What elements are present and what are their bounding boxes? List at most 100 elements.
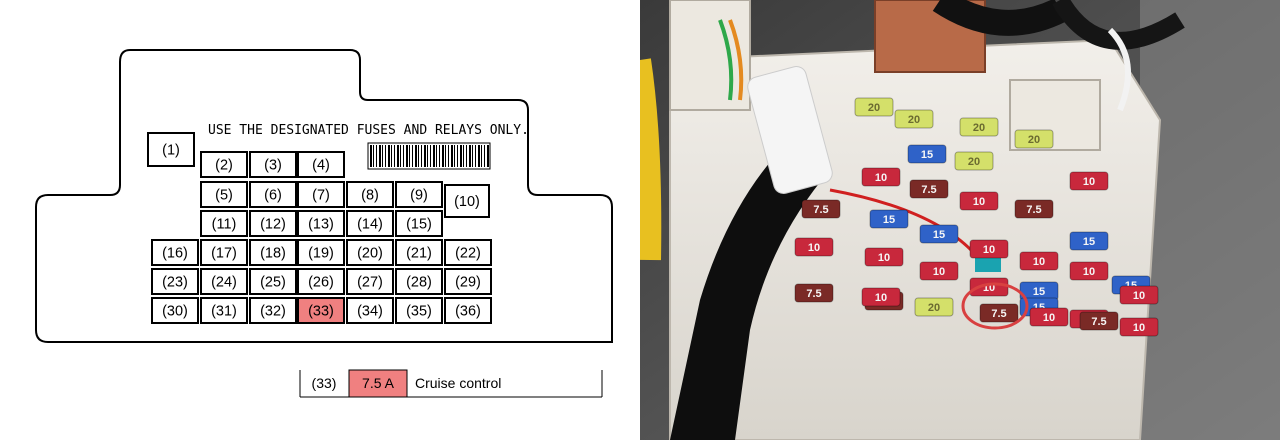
photo-fuse-body bbox=[861, 167, 901, 187]
fuse-slot-box bbox=[297, 297, 345, 324]
fuse-slot-box bbox=[151, 239, 199, 266]
fuse-slot-label: (25) bbox=[260, 275, 286, 291]
photo-fuse-body bbox=[1029, 307, 1069, 327]
white-tape-label bbox=[747, 66, 833, 194]
fuse-slot-2: (2) bbox=[200, 151, 248, 178]
fuse-slot-label: (23) bbox=[162, 275, 188, 291]
fuse-slot-box bbox=[249, 297, 297, 324]
photo-fuse-rating: 7.5 bbox=[806, 288, 821, 300]
fuse-slot-15: (15) bbox=[395, 210, 443, 237]
fuse-slot-box bbox=[346, 297, 394, 324]
photo-fuse: 7.5 bbox=[909, 179, 949, 199]
fuse-slot-box bbox=[200, 210, 248, 237]
legend-slot: (33) bbox=[312, 375, 337, 391]
fuse-slot-label: (21) bbox=[406, 246, 432, 262]
photo-fuse-rating: 20 bbox=[928, 302, 940, 314]
photo-fuse-rating: 10 bbox=[1133, 322, 1145, 334]
photo-fuse-rating: 10 bbox=[1043, 312, 1055, 324]
fuse-slot-box bbox=[346, 210, 394, 237]
fuse-slot-25: (25) bbox=[249, 268, 297, 295]
fuse-slot-29: (29) bbox=[444, 268, 492, 295]
green-wire bbox=[718, 19, 734, 101]
fuse-slot-label: (35) bbox=[406, 304, 432, 320]
photo-fuse-body bbox=[1069, 231, 1109, 251]
fuse-slot-26: (26) bbox=[297, 268, 345, 295]
fuse-slot-box bbox=[297, 181, 345, 208]
fuse-slot-box bbox=[395, 268, 443, 295]
photo-fuse-rating: 20 bbox=[968, 156, 980, 168]
fuse-slot-label: (20) bbox=[357, 246, 383, 262]
fuse-slot-label: (34) bbox=[357, 304, 383, 320]
photo-fuse-body bbox=[979, 303, 1019, 323]
fuse-slot-label: (2) bbox=[215, 158, 233, 174]
photo-fuse-rating: 10 bbox=[1083, 266, 1095, 278]
photo-fuse-rating: 20 bbox=[1028, 134, 1040, 146]
fuse-slot-label: (29) bbox=[455, 275, 481, 291]
fuse-slot-box bbox=[200, 151, 248, 178]
fuse-slot-33: (33) bbox=[297, 297, 345, 324]
fuse-slot-10: (10) bbox=[444, 184, 490, 218]
photo-fuse-body bbox=[1079, 311, 1119, 331]
photo-fuse: 7.5 bbox=[1079, 311, 1119, 331]
fuse-slot-21: (21) bbox=[395, 239, 443, 266]
fuse-slot-label: (26) bbox=[308, 275, 334, 291]
photo-fuse-body bbox=[794, 283, 834, 303]
photo-fuse-body bbox=[1119, 317, 1159, 337]
photo-fuse-body bbox=[969, 239, 1009, 259]
fuse-slot-label: (31) bbox=[211, 304, 237, 320]
fuse-slot-label: (7) bbox=[312, 188, 330, 204]
fuse-slot-label: (3) bbox=[264, 158, 282, 174]
photo-fuse-rating: 10 bbox=[933, 266, 945, 278]
photo-fuse: 15 bbox=[869, 209, 909, 229]
photo-fuse: 10 bbox=[1019, 251, 1059, 271]
fuse-slot-box bbox=[249, 239, 297, 266]
fuse-slot-box bbox=[444, 297, 492, 324]
fuse-slot-label: (33) bbox=[308, 304, 334, 320]
photo-fuse-body bbox=[1014, 199, 1054, 219]
fuse-slot-label: (4) bbox=[312, 158, 330, 174]
photo-fuse: 15 bbox=[919, 224, 959, 244]
fuse-box-diagram: USE THE DESIGNATED FUSES AND RELAYS ONLY… bbox=[35, 49, 613, 398]
photo-fuse: 10 bbox=[1029, 307, 1069, 327]
fuse-slots: (1)(2)(3)(4)(5)(6)(7)(8)(9)(10)(11)(12)(… bbox=[147, 132, 492, 324]
white-wire bbox=[1107, 27, 1131, 112]
photo-fuse-rating: 20 bbox=[868, 102, 880, 114]
photo-fuse-body bbox=[894, 109, 934, 129]
photo-fuse-body bbox=[954, 151, 994, 171]
photo-fuse: 7.5 bbox=[794, 283, 834, 303]
fuse-slot-box bbox=[297, 151, 345, 178]
photo-fuse-rating: 7.5 bbox=[921, 184, 936, 196]
fuse-slot-35: (35) bbox=[395, 297, 443, 324]
photo-fuse: 10 bbox=[1119, 285, 1159, 305]
fuse-slot-14: (14) bbox=[346, 210, 394, 237]
legend-amperage: 7.5 A bbox=[362, 375, 395, 391]
fuse-slot-11: (11) bbox=[200, 210, 248, 237]
fuse-slot-19: (19) bbox=[297, 239, 345, 266]
fuse-slot-label: (16) bbox=[162, 246, 188, 262]
photo-fuse: 10 bbox=[794, 237, 834, 257]
fuse-slot-6: (6) bbox=[249, 181, 297, 208]
photo-fuse-body bbox=[1119, 285, 1159, 305]
fuse-slot-18: (18) bbox=[249, 239, 297, 266]
fuse-slot-box bbox=[395, 239, 443, 266]
photo-fuse-rating: 15 bbox=[1083, 236, 1095, 248]
fuse-slot-32: (32) bbox=[249, 297, 297, 324]
photo-fuse-rating: 10 bbox=[983, 244, 995, 256]
fuse-slot-box bbox=[444, 239, 492, 266]
fuse-slot-3: (3) bbox=[249, 151, 297, 178]
black-wire-bundle-top bbox=[932, 0, 1066, 36]
yellow-conduit bbox=[640, 58, 662, 261]
fuse-slot-box bbox=[200, 239, 248, 266]
legend-description: Cruise control bbox=[415, 375, 501, 391]
photo-fuse-body bbox=[869, 209, 909, 229]
fuse-slot-28: (28) bbox=[395, 268, 443, 295]
fuse-slot-label: (18) bbox=[260, 246, 286, 262]
photo-fuse-body bbox=[907, 144, 947, 164]
photo-fuse: 10 bbox=[861, 287, 901, 307]
photo-fuse-rating: 15 bbox=[883, 214, 895, 226]
fuse-slot-27: (27) bbox=[346, 268, 394, 295]
fuse-slot-box bbox=[200, 268, 248, 295]
photo-fuse-body bbox=[861, 287, 901, 307]
photo-fuse-rating: 10 bbox=[1083, 176, 1095, 188]
legend-amperage-highlight bbox=[348, 369, 408, 398]
